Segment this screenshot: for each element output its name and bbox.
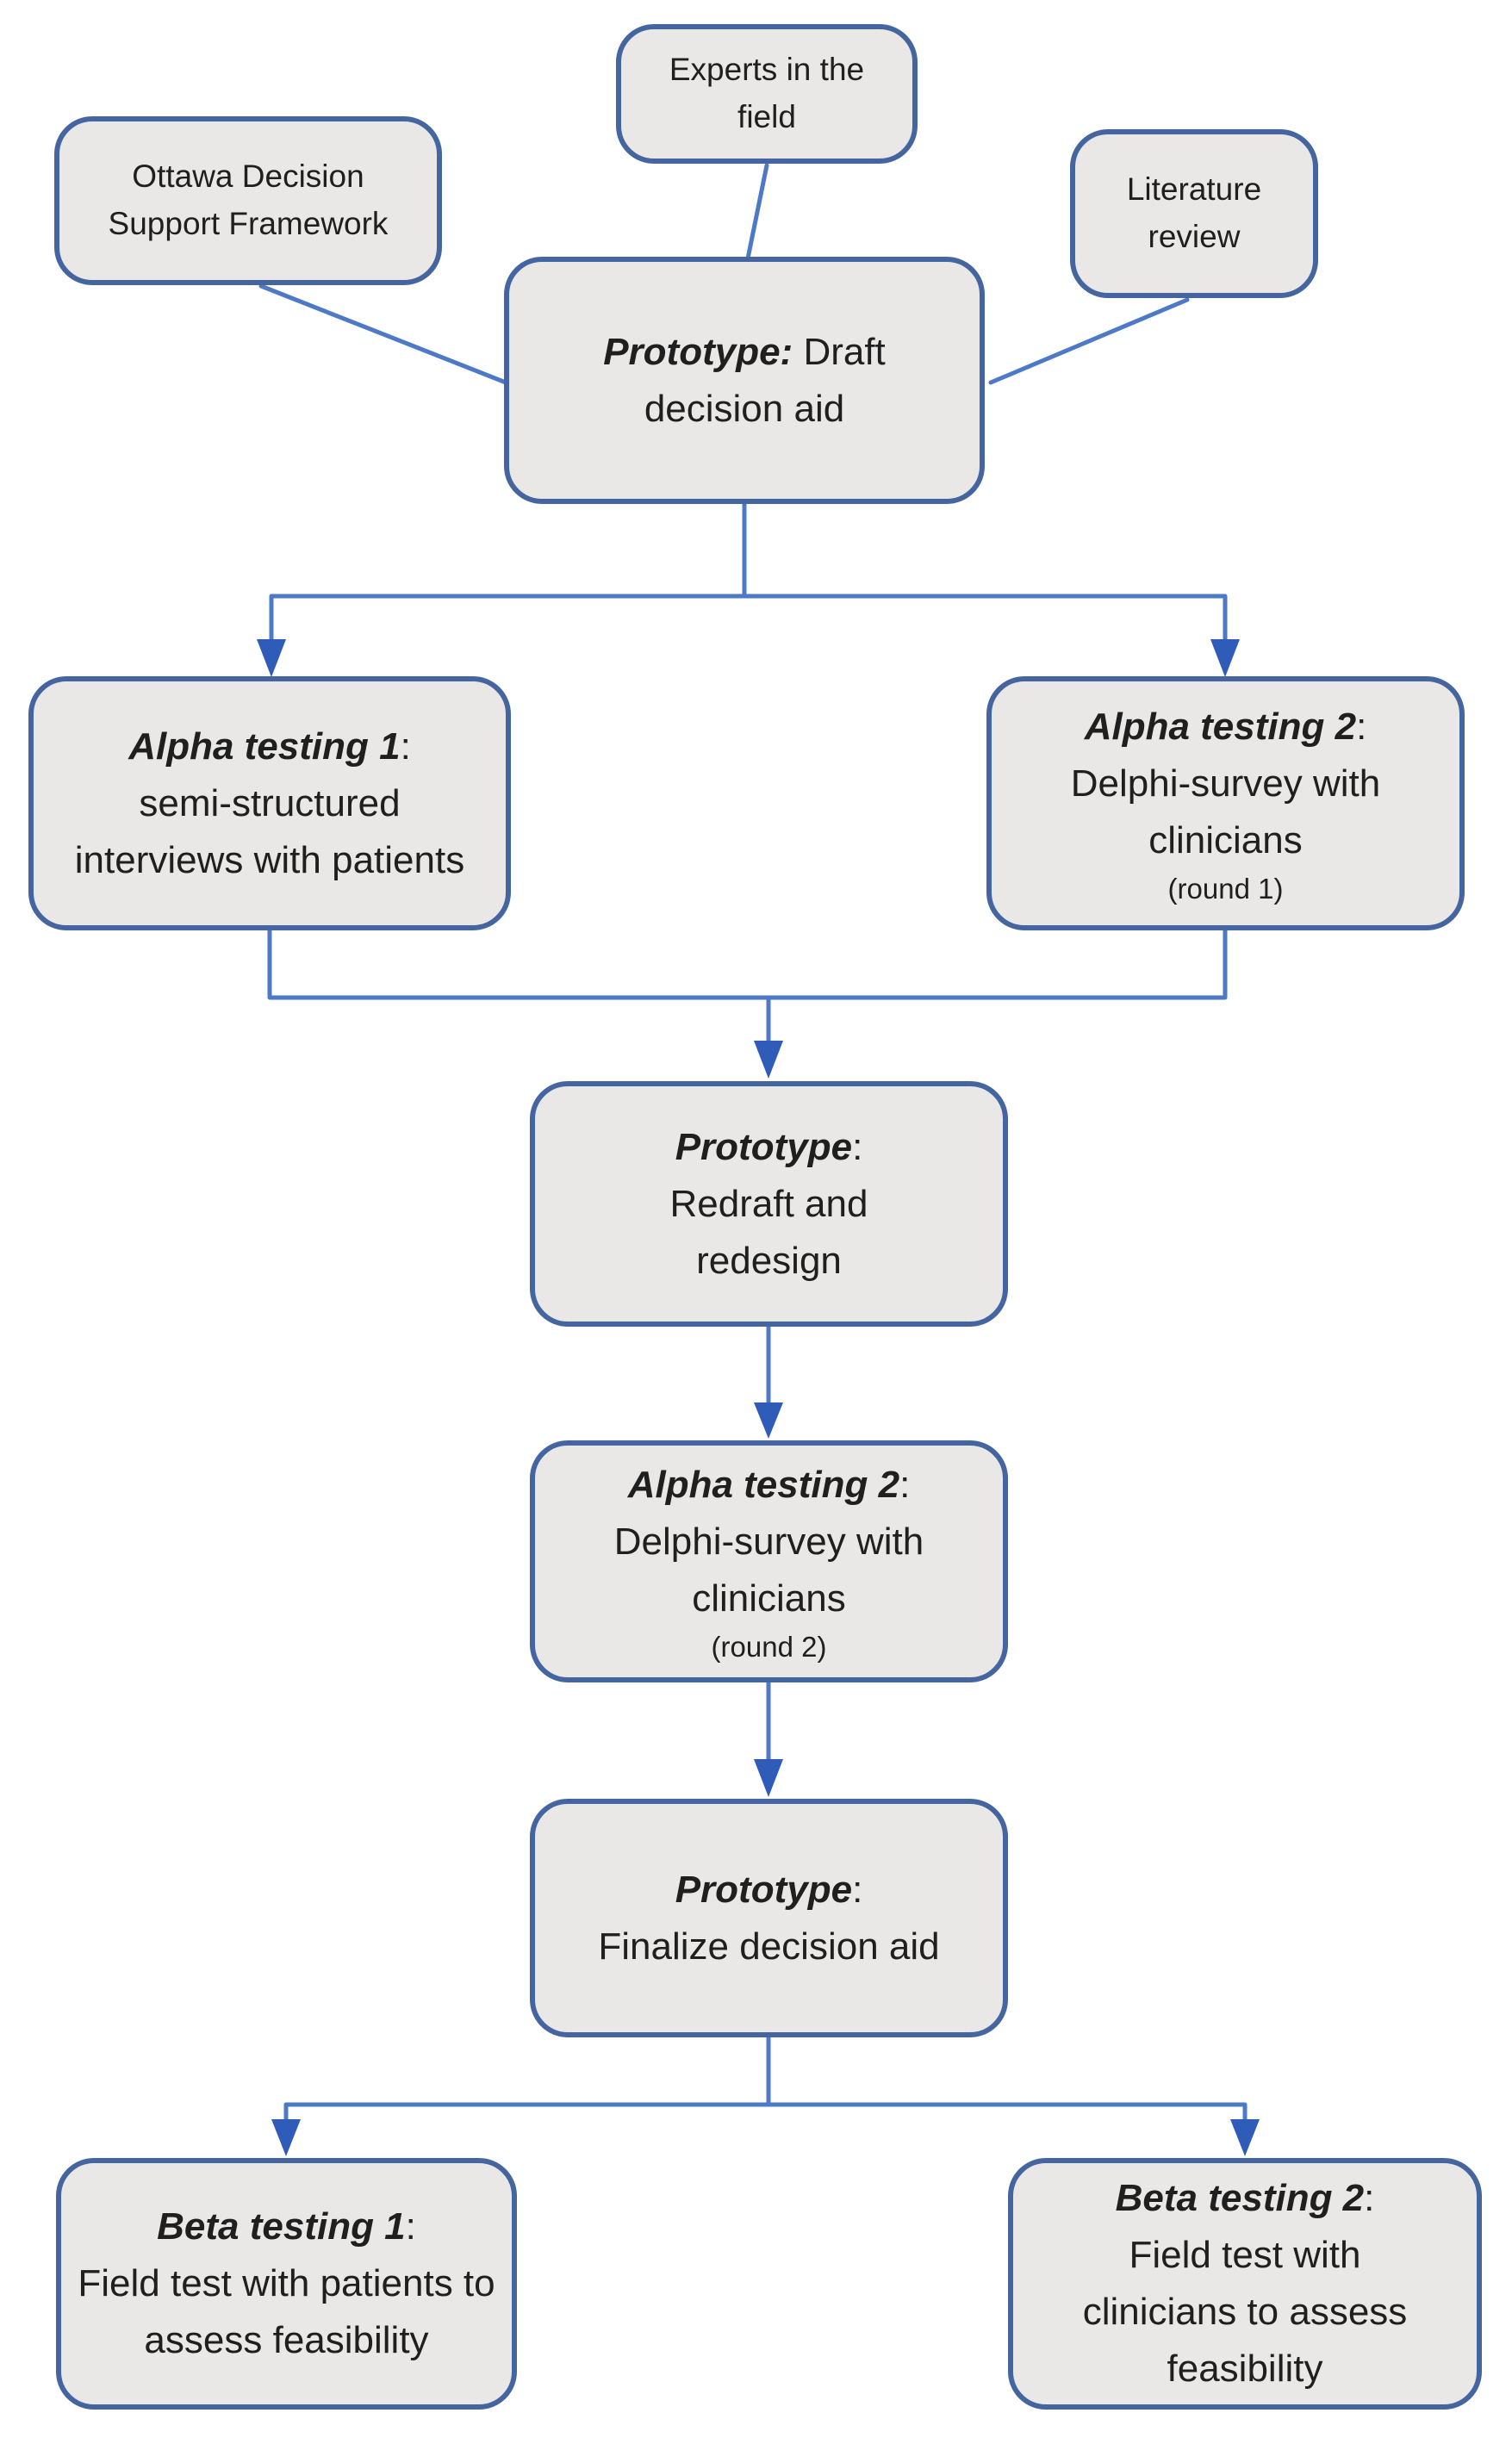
arrow-down-alpha2-icon: [1210, 639, 1240, 677]
connector-merge-from-alpha: [267, 928, 1228, 1000]
connector-split-to-alpha: [269, 594, 1228, 644]
node-heading-line: Beta testing 2:: [1115, 2177, 1375, 2219]
connector-literature-to-draft: [988, 297, 1190, 385]
arrow-down-finalize-icon: [754, 1759, 783, 1797]
node-alpha-testing-2-round-1: Alpha testing 2: Delphi-survey with clin…: [986, 676, 1465, 930]
arrow-down-alpha1-icon: [257, 639, 286, 677]
node-body: Delphi-survey with clinicians: [1070, 762, 1381, 862]
arrow-down-redraft-icon: [754, 1041, 783, 1079]
arrow-down-beta1-icon: [271, 2119, 301, 2156]
node-text: Literature review: [1126, 171, 1262, 254]
node-prototype-draft: Prototype: Draft decision aid: [504, 257, 985, 504]
node-heading-line: Alpha testing 1:: [128, 724, 411, 768]
arrow-down-alpha2r2-icon: [754, 1402, 783, 1439]
node-body: Finalize decision aid: [598, 1925, 940, 1968]
node-text: Prototype: Draft decision aid: [546, 324, 943, 438]
node-body: Draft decision aid: [644, 330, 886, 430]
node-ottawa-decision-support-framework: Ottawa Decision Support Framework: [54, 116, 442, 285]
node-body: semi-structured interviews with patients: [74, 781, 465, 881]
node-body: Delphi-survey with clinicians: [613, 1521, 924, 1620]
node-heading-line: Prototype:: [675, 1125, 863, 1168]
node-alpha-testing-1: Alpha testing 1: semi-structured intervi…: [28, 676, 511, 930]
connector-experts-to-draft: [745, 163, 769, 261]
node-heading-line: Prototype:: [675, 1868, 863, 1911]
node-prototype-finalize: Prototype: Finalize decision aid: [530, 1799, 1008, 2037]
node-heading: Alpha testing 2: [627, 1464, 900, 1507]
connector-split-to-beta: [283, 2102, 1248, 2124]
node-note: (round 2): [711, 1631, 827, 1664]
node-heading: Prototype:: [603, 330, 793, 373]
node-heading: Prototype: [675, 1868, 853, 1911]
node-body: Field test with patients to assess feasi…: [78, 2262, 495, 2361]
arrow-down-beta2-icon: [1230, 2119, 1260, 2156]
node-text: Experts in the field: [669, 52, 865, 134]
connector-framework-to-draft: [258, 283, 508, 385]
node-body: Redraft and redesign: [669, 1182, 868, 1282]
node-heading: Prototype: [675, 1125, 853, 1168]
node-beta-testing-2: Beta testing 2: Field test with clinicia…: [1008, 2158, 1482, 2410]
node-beta-testing-1: Beta testing 1: Field test with patients…: [56, 2158, 517, 2410]
node-heading: Beta testing 2: [1115, 2177, 1365, 2219]
node-alpha-testing-2-round-2: Alpha testing 2: Delphi-survey with clin…: [530, 1440, 1008, 1682]
node-prototype-redraft: Prototype: Redraft and redesign: [530, 1081, 1008, 1327]
node-note: (round 1): [1167, 873, 1284, 905]
node-heading: Beta testing 1: [157, 2205, 406, 2248]
node-heading: Alpha testing 1: [128, 724, 401, 768]
node-text: Ottawa Decision Support Framework: [108, 159, 389, 241]
node-literature-review: Literature review: [1070, 129, 1318, 298]
node-heading-line: Alpha testing 2:: [627, 1464, 911, 1507]
node-experts-in-the-field: Experts in the field: [616, 24, 918, 164]
node-heading-line: Alpha testing 2:: [1084, 706, 1367, 749]
node-body: Field test with clinicians to assess fea…: [1082, 2234, 1408, 2390]
node-heading-line: Beta testing 1:: [157, 2205, 416, 2248]
node-heading: Alpha testing 2: [1084, 706, 1357, 749]
